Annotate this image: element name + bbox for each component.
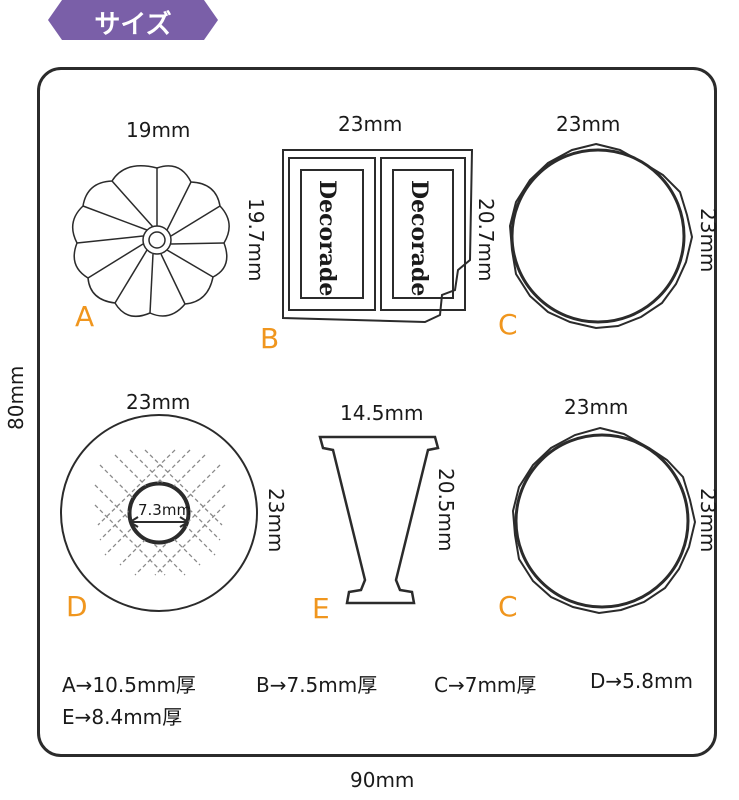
shape-b-chocolate (282, 149, 474, 324)
d-width-label: 23mm (126, 390, 191, 414)
c1-width-label: 23mm (556, 112, 621, 136)
outer-width-label: 90mm (350, 768, 415, 792)
c2-letter: C (498, 590, 518, 623)
b-height-label: 20.7mm (474, 198, 498, 282)
e-letter: E (312, 592, 330, 625)
c1-height-label: 23mm (696, 208, 720, 273)
size-tag: サイズ (48, 0, 218, 40)
e-height-label: 20.5mm (434, 468, 458, 552)
thickness-c: C→7mm厚 (434, 673, 537, 697)
e-width-label: 14.5mm (340, 401, 424, 425)
thickness-d: D→5.8mm (590, 669, 693, 693)
b-width-label: 23mm (338, 112, 403, 136)
d-inner-label: 7.3mm (138, 501, 192, 519)
thickness-e: E→8.4mm厚 (62, 705, 183, 729)
b-panel-text-right: Decorade (406, 180, 432, 297)
b-letter: B (260, 322, 280, 355)
shape-a-flower (71, 165, 230, 318)
a-width-label: 19mm (126, 118, 191, 142)
size-tag-label: サイズ (94, 10, 172, 40)
c2-height-label: 23mm (696, 488, 720, 553)
shape-c1-disc (508, 142, 694, 330)
d-letter: D (66, 590, 88, 623)
thickness-b: B→7.5mm厚 (256, 673, 378, 697)
c1-letter: C (498, 308, 518, 341)
b-panel-text-left: Decorade (314, 180, 340, 297)
thickness-a: A→10.5mm厚 (62, 673, 196, 697)
shape-e-glass (318, 435, 440, 605)
c2-width-label: 23mm (564, 395, 629, 419)
shape-d-donut (60, 414, 258, 612)
mold-outline-frame (37, 67, 717, 757)
d-height-label: 23mm (264, 488, 288, 553)
a-letter: A (75, 300, 95, 333)
shape-c2-disc (511, 426, 697, 615)
a-height-label: 19.7mm (244, 198, 268, 282)
